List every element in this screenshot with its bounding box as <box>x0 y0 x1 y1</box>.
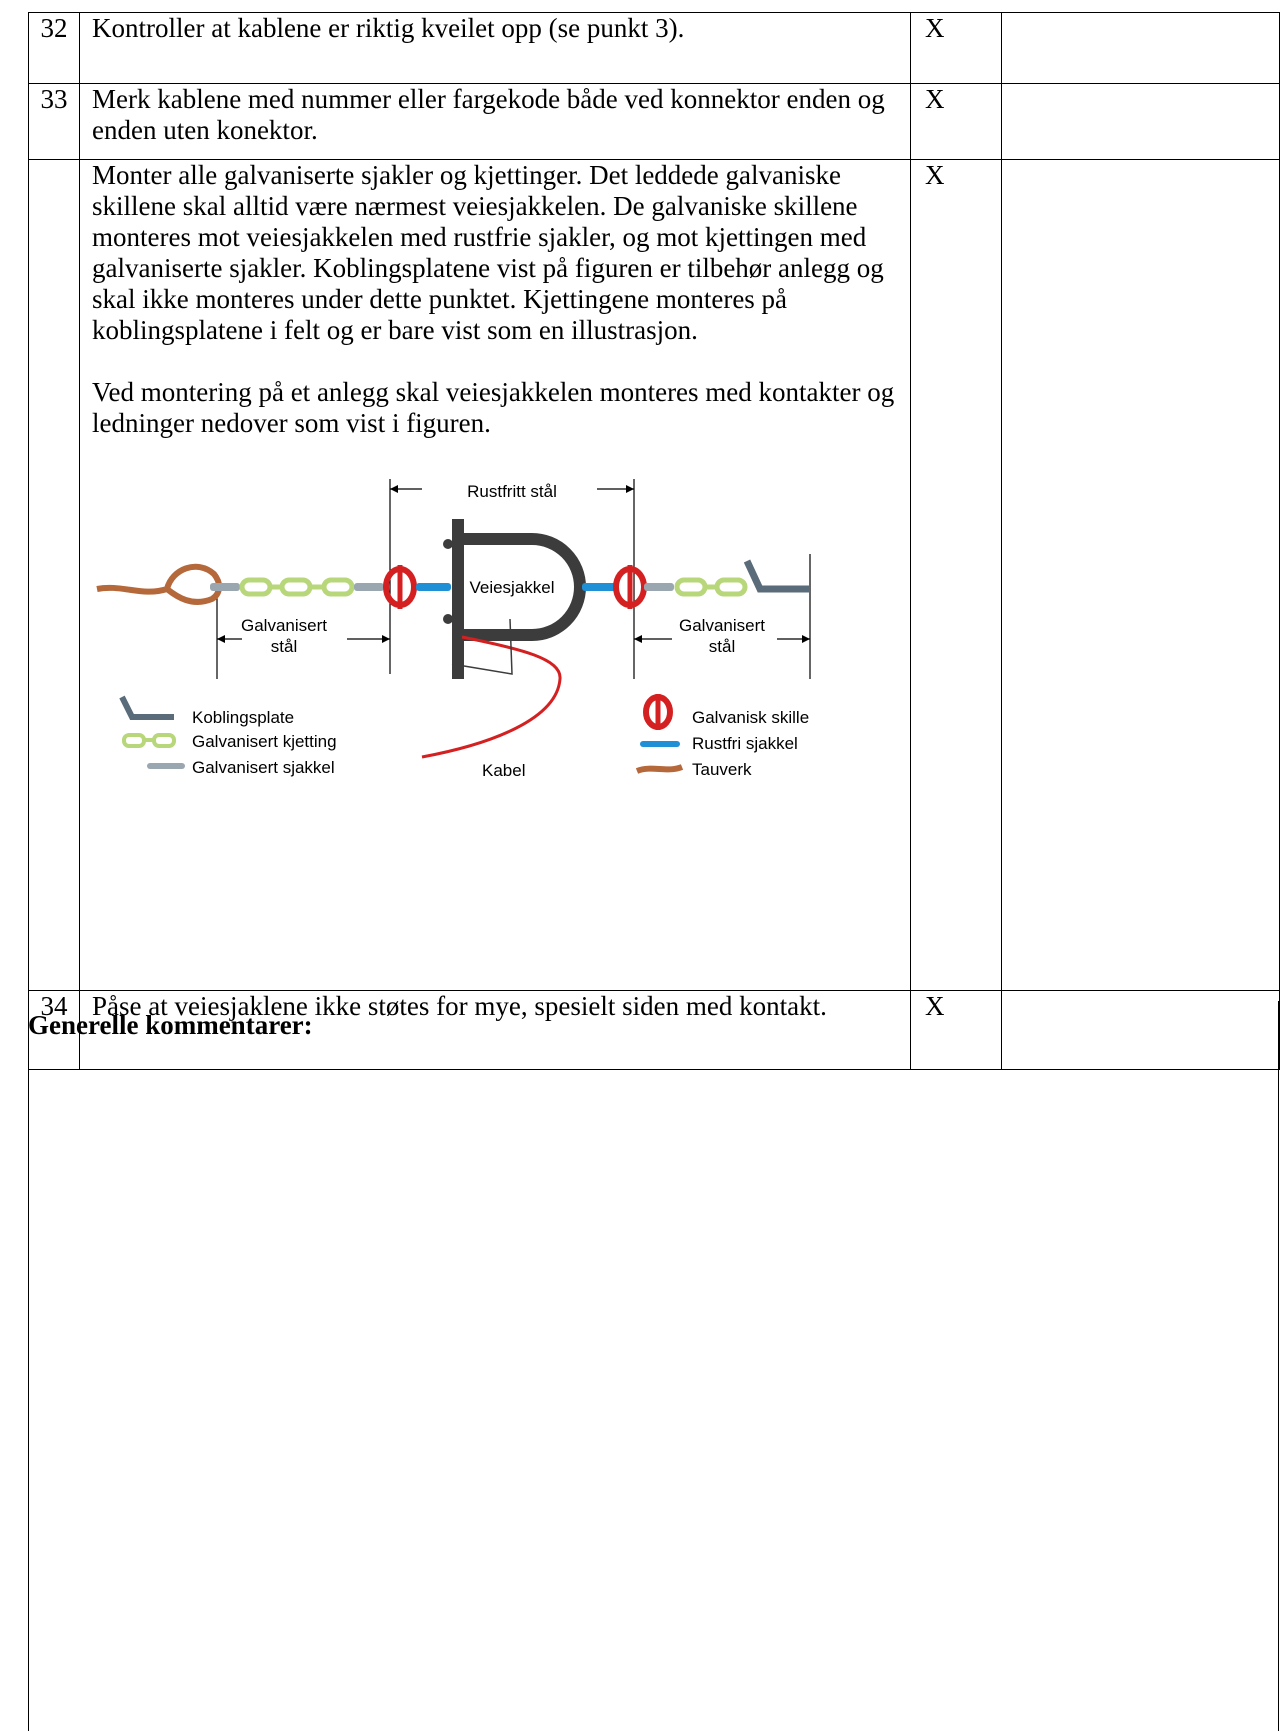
general-comments-title: Generelle kommentarer: <box>28 1010 313 1040</box>
legend-isolator-icon <box>643 694 673 730</box>
row-mark: X <box>910 83 1002 160</box>
row-comment-cell <box>1001 83 1280 160</box>
legend-item: Galvanisert kjetting <box>192 732 337 751</box>
galvanised-shackle-right <box>644 583 674 591</box>
row-comment-cell <box>1001 12 1280 84</box>
dimension-arrows <box>217 485 810 643</box>
legend-item: Koblingsplate <box>192 708 294 727</box>
table-row: 34 Påse at veiesjaklene ikke støtes for … <box>28 990 1280 1070</box>
row-mark: X <box>910 12 1002 84</box>
stainless-shackle-right <box>582 583 617 591</box>
label-stal-right: stål <box>709 637 735 656</box>
cable-bracket <box>451 618 513 675</box>
instruction-paragraph: Monter alle galvaniserte sjakler og kjet… <box>92 160 884 345</box>
stainless-shackle-left <box>416 583 451 591</box>
row-comment-cell <box>1001 990 1280 1070</box>
label-galvanisert-left: Galvanisert <box>241 616 327 635</box>
legend-rope-icon <box>635 764 684 774</box>
legend-left: Koblingsplate Galvanisert kjetting Galva… <box>119 695 337 777</box>
table-row: 32 Kontroller at kablene er riktig kveil… <box>28 12 1280 84</box>
row-description: Påse at veiesjaklene ikke støtes for mye… <box>79 990 911 1070</box>
legend-chain-icon <box>122 733 176 748</box>
row-number: 33 <box>28 83 80 160</box>
row-comment-cell <box>1001 159 1280 991</box>
legend-galvanised-shackle-icon <box>147 763 185 769</box>
galvanised-shackle-left <box>210 583 240 591</box>
galvanised-shackle-left-2 <box>354 583 384 591</box>
shackle-assembly-figure: Rustfritt stål <box>92 479 904 796</box>
table-row: Monter alle galvaniserte sjakler og kjet… <box>28 159 1280 991</box>
legend-item: Galvanisk skille <box>692 708 809 727</box>
label-stal-left: stål <box>271 637 297 656</box>
load-shackle <box>443 519 586 679</box>
chain-right <box>674 577 748 597</box>
galvanic-isolator-left <box>383 565 417 609</box>
galvanic-isolator-right <box>613 565 647 609</box>
general-comments-box <box>28 1001 1279 1731</box>
row-number: 34 <box>28 990 80 1070</box>
row-number: 32 <box>28 12 80 84</box>
label-veiesjakkel: Veiesjakkel <box>469 578 554 597</box>
chain-left <box>239 577 355 597</box>
legend-coupling-plate-icon <box>119 695 174 720</box>
label-galvanisert-right: Galvanisert <box>679 616 765 635</box>
row-mark: X <box>910 990 1002 1070</box>
legend-right: Galvanisk skille Rustfri sjakkel Tauverk <box>635 694 809 779</box>
cable <box>421 635 562 759</box>
checklist-table: 32 Kontroller at kablene er riktig kveil… <box>28 12 1280 1070</box>
row-number <box>28 159 80 991</box>
row-mark: X <box>910 159 1002 991</box>
legend-item: Rustfri sjakkel <box>692 734 798 753</box>
table-row: 33 Merk kablene med nummer eller fargeko… <box>28 83 1280 160</box>
checklist-sheet: 32 Kontroller at kablene er riktig kveil… <box>28 0 1280 1731</box>
label-kabel: Kabel <box>482 761 525 780</box>
coupling-plate <box>743 559 810 593</box>
legend-item: Tauverk <box>692 760 752 779</box>
label-rustfritt-stal: Rustfritt stål <box>467 482 557 501</box>
row-description: Monter alle galvaniserte sjakler og kjet… <box>79 159 911 991</box>
legend-item: Galvanisert sjakkel <box>192 758 335 777</box>
legend-stainless-shackle-icon <box>640 741 680 747</box>
row-description: Merk kablene med nummer eller fargekode … <box>79 83 911 160</box>
rope-eye <box>96 563 222 605</box>
instruction-paragraph: Ved montering på et anlegg skal veiesjak… <box>92 377 895 438</box>
row-description: Kontroller at kablene er riktig kveilet … <box>79 12 911 84</box>
